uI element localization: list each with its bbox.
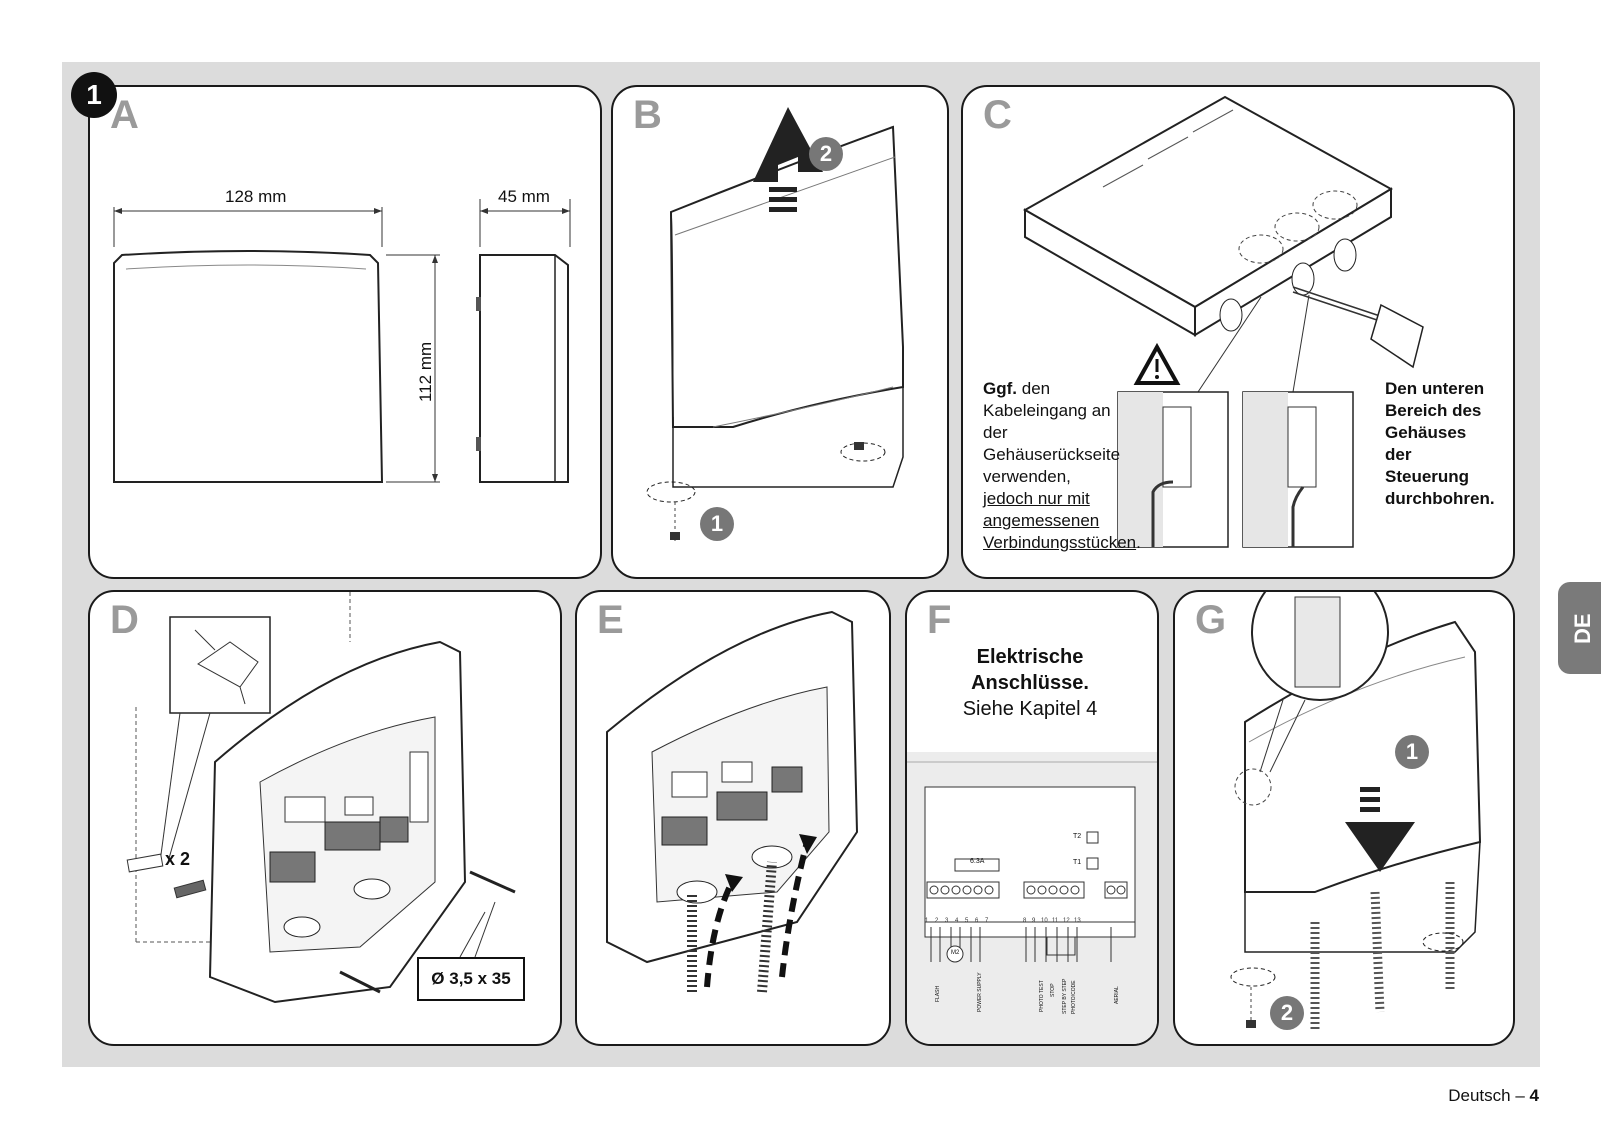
drill-note: Den unteren Bereich des Gehäuses der Ste… [1385, 379, 1495, 508]
step-number-badge: 1 [71, 72, 117, 118]
aerial-label: AERIAL [1114, 986, 1120, 1004]
marker-2: 2 [809, 137, 843, 171]
stop-label: STOP [1050, 983, 1056, 997]
language-tab: DE [1558, 582, 1601, 674]
panel-f-label: F [927, 598, 952, 642]
connections-title-line2: Anschlüsse. [971, 672, 1089, 694]
terminal-number-10: 10 [1041, 918, 1048, 924]
terminal-number-13: 13 [1074, 918, 1081, 924]
terminal-number-11: 11 [1052, 918, 1059, 924]
panel-e: E [575, 590, 891, 1046]
terminal-number-9: 9 [1032, 918, 1036, 924]
panel-b-label: B [633, 93, 662, 137]
t1-label: T1 [1073, 859, 1082, 866]
terminal-number-8: 8 [1023, 918, 1027, 924]
cable-entry-note-bold: Ggf. [983, 379, 1017, 398]
panel-f: F Elektrische Anschlüsse. Siehe Kapitel … [905, 590, 1159, 1046]
panel-f-drawing: 1 2 3 4 5 6 7 8 9 10 11 12 13 [907, 752, 1157, 1044]
step-by-step-label: STEP BY STEP [1062, 978, 1068, 1014]
page-footer: Deutsch – 4 [1448, 1086, 1539, 1106]
cable-entry-note-underlined: jedoch nur mit angemessenen Verbindungss… [983, 489, 1137, 552]
footer-language: Deutsch [1448, 1086, 1511, 1105]
panel-d-drawing [126, 592, 516, 1004]
anchor-count-label: x 2 [165, 849, 191, 869]
panel-e-label: E [597, 598, 624, 642]
cable-entry-note-end: . [1136, 533, 1141, 552]
fuse-label: 6.3A [970, 858, 985, 865]
power-supply-label: POWER SUPPLY [977, 972, 983, 1012]
terminal-number-1: 1 [925, 918, 929, 924]
language-tab-label: DE [1570, 613, 1595, 644]
screw-size-label: Ø 3,5 x 35 [417, 957, 525, 1001]
connections-title-line1: Elektrische [976, 646, 1084, 668]
panel-b-drawing [646, 107, 904, 542]
terminal-number-6: 6 [975, 918, 979, 924]
panel-c-drawing [1022, 95, 1424, 548]
panel-d-label: D [110, 598, 139, 642]
terminal-number-4: 4 [955, 918, 959, 924]
panel-e-drawing [606, 610, 859, 993]
panel-c: C Ggf. den Kabeleingang an der Gehäuserü… [961, 85, 1515, 579]
marker-1: 1 [1395, 735, 1429, 769]
photo-code-label: PHOTO/CODE [1071, 980, 1077, 1014]
flash-label: FLASH [935, 985, 941, 1002]
panel-a-drawing [113, 199, 571, 483]
connections-subtitle: Siehe Kapitel 4 [962, 698, 1098, 720]
panel-d: D x 2 Ø 3,5 x 35 [88, 590, 562, 1046]
height-dimension: 112 mm [416, 341, 435, 402]
panel-c-label: C [983, 93, 1012, 137]
panel-g: G 1 2 [1173, 590, 1515, 1046]
photo-test-label: PHOTO TEST [1039, 980, 1045, 1012]
motor-label: M2 [951, 950, 960, 956]
terminal-number-3: 3 [945, 918, 949, 924]
terminal-number-2: 2 [935, 918, 939, 924]
cable-entry-note: Ggf. den Kabeleingang an der Gehäuserück… [983, 378, 1141, 554]
footer-separator: – [1515, 1086, 1525, 1105]
terminal-number-7: 7 [985, 918, 989, 924]
terminal-number-5: 5 [965, 918, 969, 924]
terminal-number-12: 12 [1063, 918, 1070, 924]
cable-entry-note-text: den Kabeleingang an der Gehäuserückseite… [983, 379, 1121, 486]
page-number: 4 [1529, 1086, 1539, 1105]
t2-label: T2 [1073, 833, 1082, 840]
marker-1: 1 [700, 507, 734, 541]
marker-2: 2 [1270, 996, 1304, 1030]
panel-g-drawing [1230, 592, 1482, 1032]
panel-b: B 2 1 [611, 85, 949, 579]
panel-a: A 128 mm 45 mm 112 mm [88, 85, 602, 579]
width-dimension: 128 mm [225, 187, 287, 206]
panel-g-label: G [1195, 598, 1227, 642]
depth-dimension: 45 mm [498, 187, 550, 206]
